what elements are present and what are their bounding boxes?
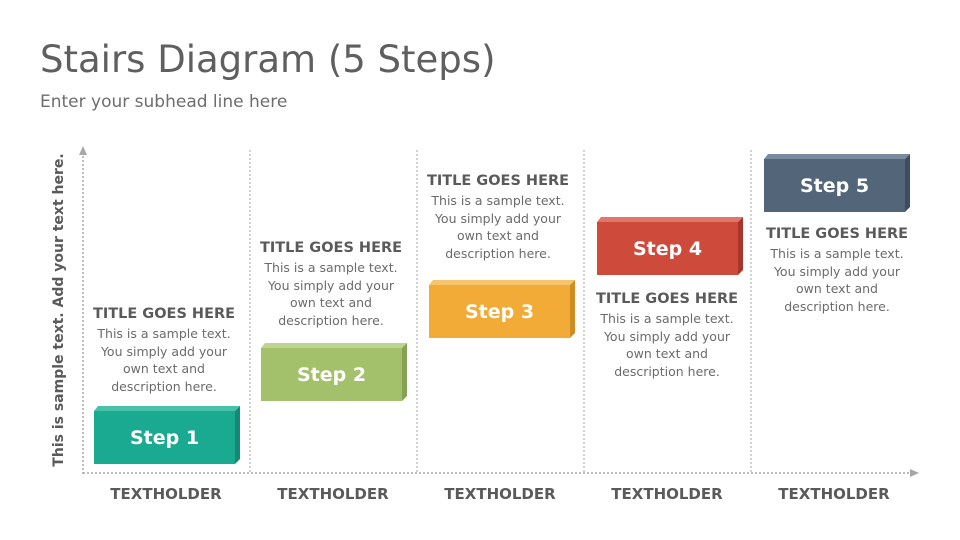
x-axis-label-2: TEXTHOLDER xyxy=(277,485,389,503)
step-5-body: This is a sample text. You simply add yo… xyxy=(770,246,904,314)
x-axis-label-4: TEXTHOLDER xyxy=(611,485,723,503)
step-1-label: Step 1 xyxy=(94,411,235,464)
step-4-title: TITLE GOES HERE xyxy=(595,291,739,307)
step-2-block-side xyxy=(402,343,407,401)
y-axis-arrow xyxy=(79,146,87,155)
x-axis-label-5: TEXTHOLDER xyxy=(778,485,890,503)
step-4-text: TITLE GOES HERE This is a sample text. Y… xyxy=(592,291,742,380)
step-4-label: Step 4 xyxy=(597,222,738,275)
step-1-text: TITLE GOES HERE This is a sample text. Y… xyxy=(89,306,239,395)
step-4-block-side xyxy=(738,217,743,275)
x-axis-label-3: TEXTHOLDER xyxy=(444,485,556,503)
step-1-block: Step 1 xyxy=(94,406,240,464)
step-2-title: TITLE GOES HERE xyxy=(259,240,403,256)
step-2-label: Step 2 xyxy=(261,348,402,401)
slide-subtitle: Enter your subhead line here xyxy=(40,92,288,112)
step-5-label: Step 5 xyxy=(764,159,905,212)
step-5-block-side xyxy=(905,154,910,212)
step-4-body: This is a sample text. You simply add yo… xyxy=(600,311,734,379)
step-1-title: TITLE GOES HERE xyxy=(92,306,236,322)
step-4-block: Step 4 xyxy=(597,217,743,275)
step-3-block-side xyxy=(570,280,575,338)
step-3-block: Step 3 xyxy=(429,280,575,338)
step-1-block-top xyxy=(94,406,240,411)
step-1-body: This is a sample text. You simply add yo… xyxy=(97,326,231,394)
step-3-body: This is a sample text. You simply add yo… xyxy=(431,193,565,261)
step-3-text: TITLE GOES HERE This is a sample text. Y… xyxy=(423,173,573,262)
step-4-block-top xyxy=(597,217,743,222)
step-3-label: Step 3 xyxy=(429,285,570,338)
slide-title: Stairs Diagram (5 Steps) xyxy=(40,38,496,81)
x-axis-arrow xyxy=(910,469,919,477)
step-3-block-top xyxy=(429,280,575,285)
step-2-text: TITLE GOES HERE This is a sample text. Y… xyxy=(256,240,406,329)
step-2-block-top xyxy=(261,343,407,348)
x-axis-label-1: TEXTHOLDER xyxy=(110,485,222,503)
step-5-block: Step 5 xyxy=(764,154,910,212)
step-5-text: TITLE GOES HERE This is a sample text. Y… xyxy=(762,226,912,315)
step-5-block-top xyxy=(764,154,910,159)
step-2-body: This is a sample text. You simply add yo… xyxy=(264,260,398,328)
step-5-title: TITLE GOES HERE xyxy=(765,226,909,242)
step-3-title: TITLE GOES HERE xyxy=(426,173,570,189)
step-2-block: Step 2 xyxy=(261,343,407,401)
step-1-block-side xyxy=(235,406,240,464)
